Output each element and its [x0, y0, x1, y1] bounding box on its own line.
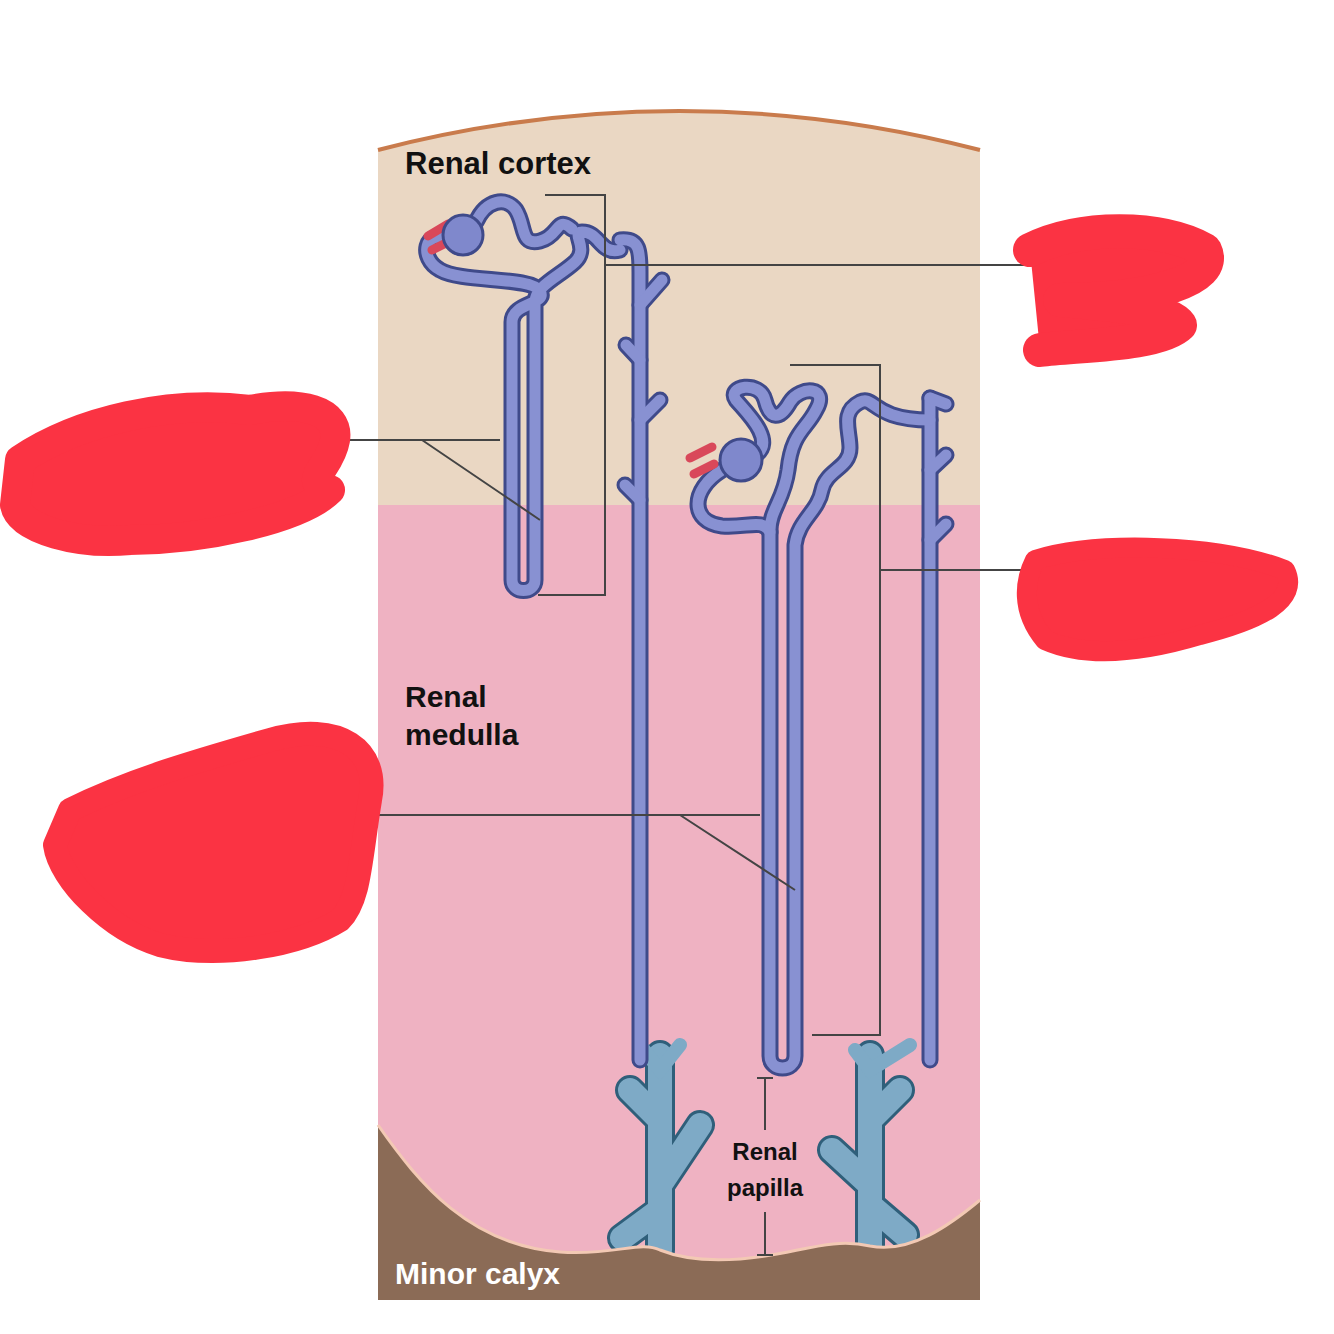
region-label: Renal cortex: [405, 146, 705, 182]
calyx-edge: [378, 1125, 980, 1260]
kidney-capsule: [378, 111, 980, 150]
region-label: Renal papilla: [700, 1134, 830, 1206]
glomerulus: [720, 439, 762, 481]
glomerulus: [443, 215, 483, 255]
region-label: Minor calyx: [395, 1256, 695, 1292]
tubules: [427, 202, 946, 1068]
arteriole: [690, 447, 714, 474]
minor-calyx: [378, 1125, 980, 1300]
tubule-outlines: [427, 202, 946, 1068]
redaction-scribble: [15, 231, 1288, 951]
medulla-region: [378, 505, 980, 1300]
leader-lines: [350, 195, 1030, 1255]
cortex-region: [378, 111, 980, 505]
region-label: Renal medulla: [405, 678, 580, 754]
